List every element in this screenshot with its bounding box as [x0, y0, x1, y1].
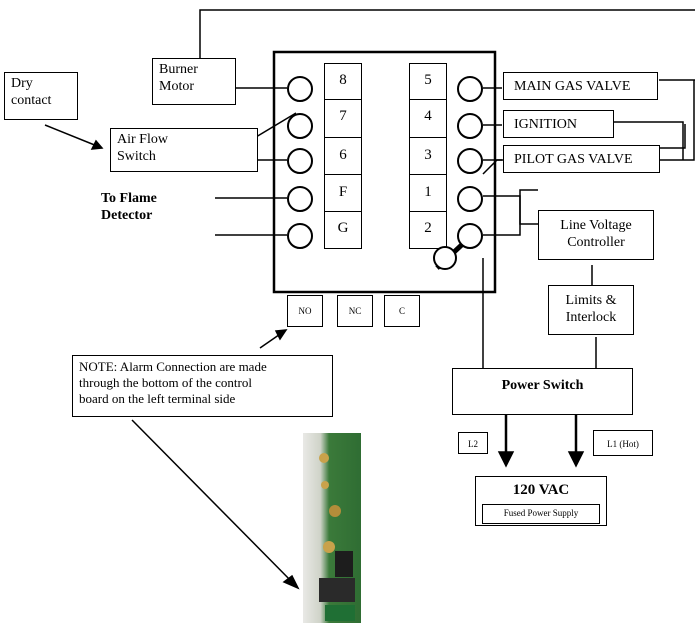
control-board-photo — [303, 433, 361, 623]
note-box: NOTE: Alarm Connection are made through … — [72, 355, 333, 417]
left-terminal-label: 6 — [339, 147, 347, 163]
terminal-1-wire — [483, 195, 538, 225]
terminal-4-circle[interactable] — [457, 113, 483, 139]
terminal-1-circle[interactable] — [457, 186, 483, 212]
120vac-box: 120 VAC Fused Power Supply — [475, 476, 607, 526]
left-terminal-label: F — [338, 184, 348, 200]
terminal-2-circle[interactable] — [457, 223, 483, 249]
terminal-g-circle[interactable] — [287, 223, 313, 249]
pilot-gas-valve-label: PILOT GAS VALVE — [503, 145, 660, 173]
terminal-f-circle[interactable] — [287, 186, 313, 212]
right-terminal-strip — [409, 63, 447, 249]
switch-pivot-circle[interactable] — [433, 246, 457, 270]
fused-power-supply-box: Fused Power Supply — [482, 504, 600, 524]
terminal-8-circle[interactable] — [287, 76, 313, 102]
terminal-7-circle[interactable] — [287, 113, 313, 139]
alarm-terminal-nc[interactable]: NC — [337, 295, 373, 327]
burner-motor-top-wire — [199, 9, 695, 60]
right-terminal-label: 3 — [424, 147, 432, 163]
alarm-terminal-c[interactable]: C — [384, 295, 420, 327]
right-terminal-label: 4 — [424, 108, 432, 124]
left-terminal-label: 8 — [339, 72, 347, 88]
l1-hot-label: L1 (Hot) — [593, 430, 653, 456]
right-terminal-label: 1 — [424, 184, 432, 200]
ignition-label: IGNITION — [503, 110, 614, 138]
l2-label: L2 — [458, 432, 488, 454]
terminal-6-circle[interactable] — [287, 148, 313, 174]
power-switch-box: Power Switch — [452, 368, 633, 415]
left-terminal-label: G — [337, 220, 349, 236]
terminal-3-circle[interactable] — [457, 148, 483, 174]
alarm-terminal-no[interactable]: NO — [287, 295, 323, 327]
left-terminal-strip — [324, 63, 362, 249]
pilot-valve-wire — [660, 124, 686, 149]
control-board — [272, 50, 497, 294]
right-terminal-label: 2 — [424, 220, 432, 236]
terminal-5-circle[interactable] — [457, 76, 483, 102]
main-gas-valve-label: MAIN GAS VALVE — [503, 72, 658, 100]
right-terminal-label: 5 — [424, 72, 432, 88]
left-terminal-label: 7 — [339, 108, 347, 124]
limits-interlock-label: Limits &Interlock — [548, 285, 634, 335]
